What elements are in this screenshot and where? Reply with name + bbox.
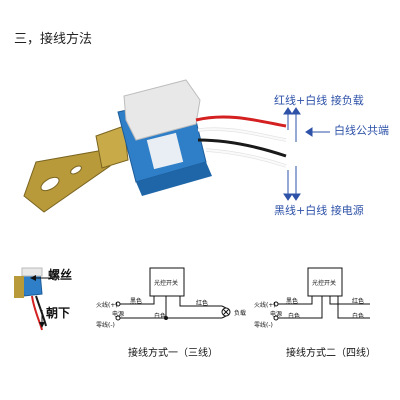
d1-power: 电源 [112,311,125,318]
section-heading: 三，接线方法 [14,32,93,47]
d2-neutral: 零线(-) [254,322,273,329]
d2-red: 红色 [352,298,365,305]
d1-black: 黑色 [130,298,143,305]
d1-white: 白色 [154,313,167,320]
d1-neutral: 零线(-) [96,322,115,329]
d1-load: 负载 [234,310,247,317]
d1-live: 火线(+) [96,302,118,309]
sensor-housing [117,79,212,196]
annotation-black-white: 黑线+白线 接电源 [274,204,364,217]
orientation-sensor [14,267,50,331]
d2-white-1: 白色 [288,313,301,320]
d2-live: 火线(+) [254,302,276,309]
d1-box-label: 光控开关 [154,280,179,287]
annotation-arrows [283,107,330,201]
sensor-cap [123,79,201,141]
wiring-diagram-1 [115,267,231,321]
label-screw: 螺丝 [48,268,73,282]
d2-caption: 接线方式二（四线） [286,348,376,359]
mounting-bracket [23,125,129,213]
d2-black: 黑色 [286,298,299,305]
d1-caption: 接线方式一（三线） [128,348,218,359]
d2-power: 电源 [270,311,283,318]
product-label [146,132,184,170]
annotation-red-white: 红线+白线 接负载 [274,94,364,107]
wire-bundle [195,115,287,168]
d1-red: 红色 [196,300,209,307]
label-down: 朝下 [46,306,71,320]
d2-white-2: 白色 [352,313,365,320]
annotation-white-common: 白线公共端 [334,124,389,137]
wiring-diagram-2 [273,267,370,321]
d2-box-label: 光控开关 [312,280,337,287]
